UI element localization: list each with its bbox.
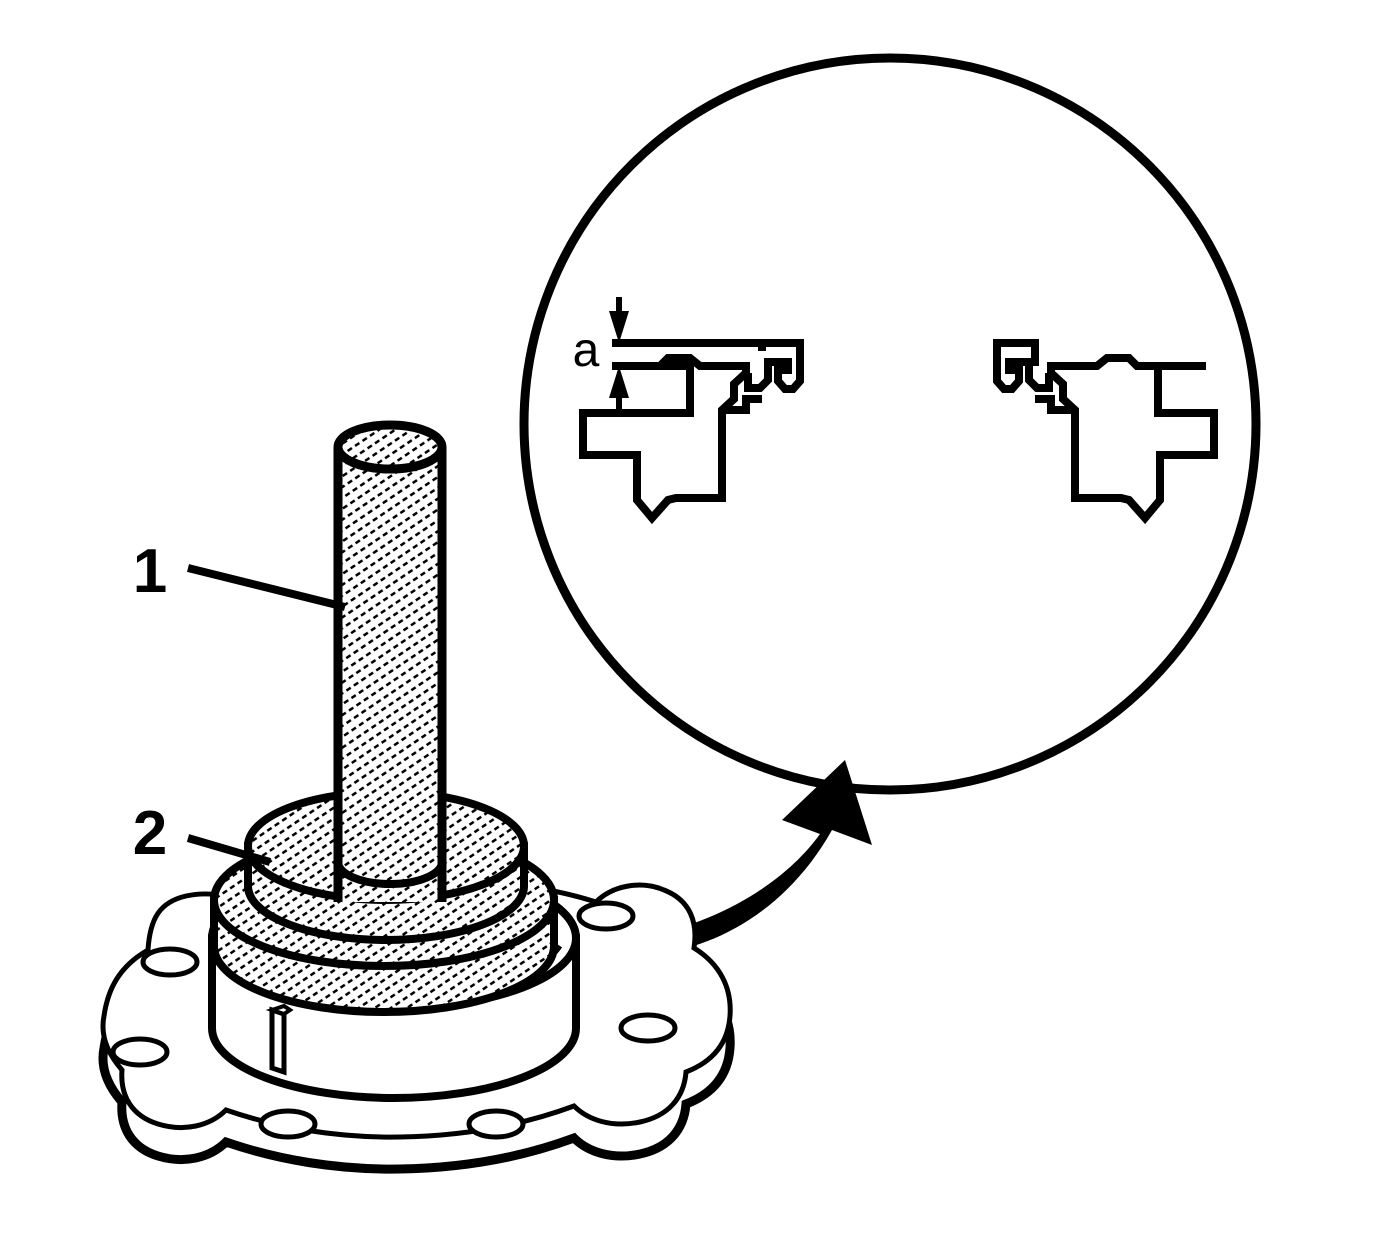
- bolt-hole: [576, 900, 636, 932]
- detail-view-circle: [519, 53, 1261, 795]
- callout-2-label: 2: [133, 799, 167, 868]
- shaft-body-fill: [338, 447, 442, 902]
- bolt-hole: [258, 1108, 318, 1140]
- bolt-hole: [140, 946, 200, 978]
- callout-2: 2: [133, 799, 272, 868]
- section-profile-left: [579, 339, 804, 525]
- shaft-and-housing-assembly: [98, 420, 735, 1174]
- callout-1: 1: [133, 537, 346, 611]
- detail-pointer-arrow: [645, 760, 872, 955]
- detail-view-group: a: [519, 53, 1261, 795]
- shaft-1: [333, 420, 447, 902]
- dimension-arrow-bottom-head: [609, 366, 629, 398]
- bolt-hole: [466, 1108, 526, 1140]
- bolt-hole: [618, 1012, 678, 1044]
- dimension-arrow-top-head: [609, 311, 629, 343]
- gap-dimension-a: a: [573, 297, 629, 410]
- shaft-base-ellipse: [334, 861, 446, 888]
- callout-1-leader: [187, 564, 346, 611]
- callout-2-leader: [186, 834, 272, 866]
- shaft-top-cap: [333, 420, 447, 474]
- hub-keyway-slot: [265, 1003, 294, 1076]
- section-profile-right: [993, 339, 1218, 525]
- bolt-hole: [110, 1036, 170, 1068]
- callout-1-label: 1: [133, 537, 167, 606]
- dimension-label-a: a: [573, 324, 600, 377]
